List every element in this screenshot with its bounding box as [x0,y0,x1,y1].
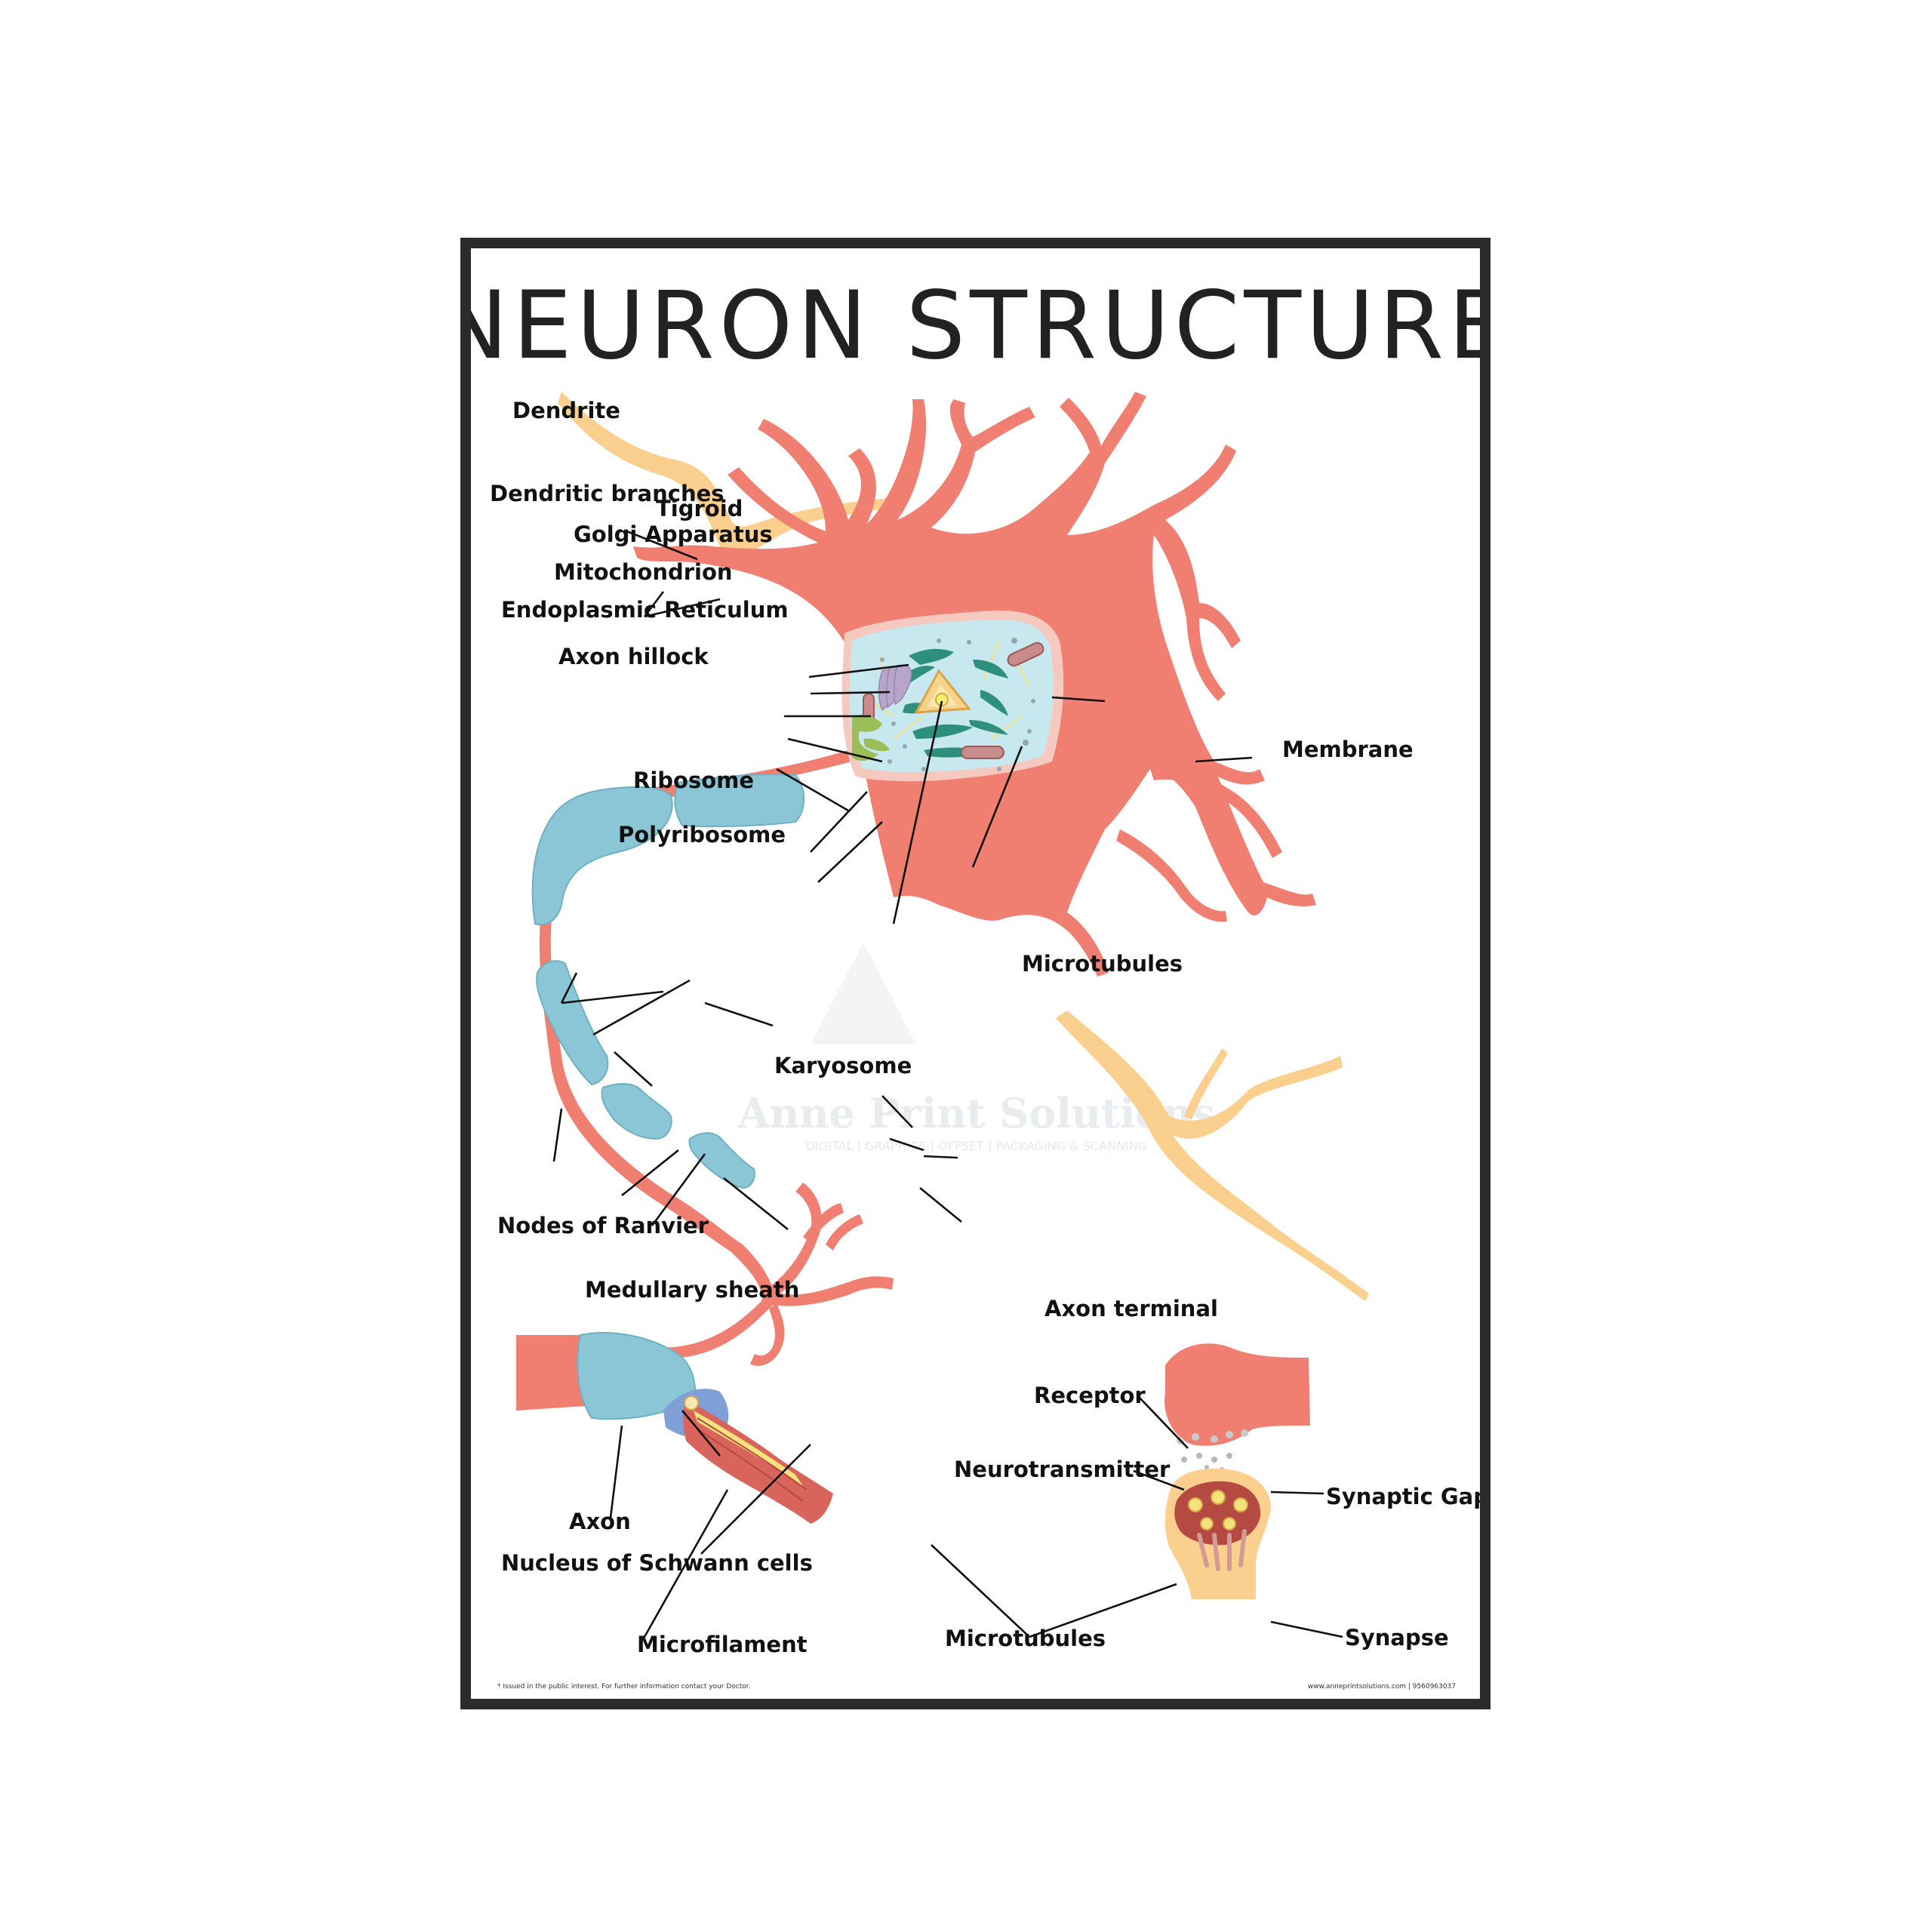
label-microtubules-axon: Microtubules [945,1626,1106,1651]
label-neurotransmitter: Neurotransmitter [954,1457,1171,1482]
label-axon: Axon [569,1509,631,1534]
labels: Dendrite Dendritic branches Tigroid Golg… [490,398,1480,1657]
ribosome-dots [880,638,1035,771]
label-karyosome: Karyosome [774,1053,912,1078]
label-synapse: Synapse [1345,1625,1449,1651]
label-polyribosome: Polyribosome [618,822,786,848]
poster-frame: NEURON STRUCTURE Anne Print Solutions DI… [460,238,1491,1709]
footer-contact: www.anneprintsolutions.com | 9560963037 [1308,1683,1456,1690]
medullary-sheath-segments [531,774,805,1189]
endoplasmic-reticulum [852,715,890,761]
synapse-microtubules [1197,1529,1247,1571]
footer-disclaimer: * Issued in the public interest. For fur… [497,1683,751,1690]
label-ribosome: Ribosome [633,768,754,793]
neighbor-dendrite-top [558,392,897,557]
label-synaptic-gap: Synaptic Gap [1326,1484,1480,1509]
label-microtubules-cell: Microtubules [1022,951,1183,977]
label-schwann-nucleus: Nucleus of Schwann cells [501,1550,813,1576]
leader-lines-lower [609,756,1343,1638]
axon-terminal-branches [637,1183,894,1366]
page-title: NEURON STRUCTURE [471,272,1480,380]
label-axon-terminal: Axon terminal [1044,1296,1218,1321]
axon-shaft [539,750,852,1294]
label-receptor: Receptor [1034,1383,1146,1408]
label-microfilament: Microfilament [637,1632,808,1657]
label-dendritic-branches: Dendritic branches [490,481,724,506]
watermark-tagline: DIGITAL | GRAPHICS | OFFSET | PACKAGING … [806,1139,1147,1153]
karyosome-core [914,669,971,714]
label-axon-hillock: Axon hillock [558,644,709,669]
cell-nucleus [841,610,1064,782]
neighbor-dendrite-bottom [1056,1011,1369,1301]
mitochondrion [863,641,1044,759]
label-endoplasmic-reticulum: Endoplasmic Reticulum [501,597,789,623]
label-mitochondrion: Mitochondrion [554,559,733,585]
axon-cross-section [516,1331,833,1524]
label-golgi-apparatus: Golgi Apparatus [574,521,773,547]
neuron-diagram: NEURON STRUCTURE Anne Print Solutions DI… [471,272,1480,1690]
neurotransmitter-dots [1181,1453,1232,1472]
label-nodes-of-ranvier: Nodes of Ranvier [497,1213,709,1238]
leader-lines [552,529,1106,1231]
golgi-apparatus [878,664,912,712]
synaptic-vesicles [1188,1490,1248,1531]
label-medullary-sheath: Medullary sheath [585,1277,799,1303]
label-membrane: Membrane [1282,737,1414,762]
synapse-illustration [1164,1343,1310,1599]
label-tigroid: Tigroid [656,496,743,521]
label-dendrite: Dendrite [512,398,620,423]
